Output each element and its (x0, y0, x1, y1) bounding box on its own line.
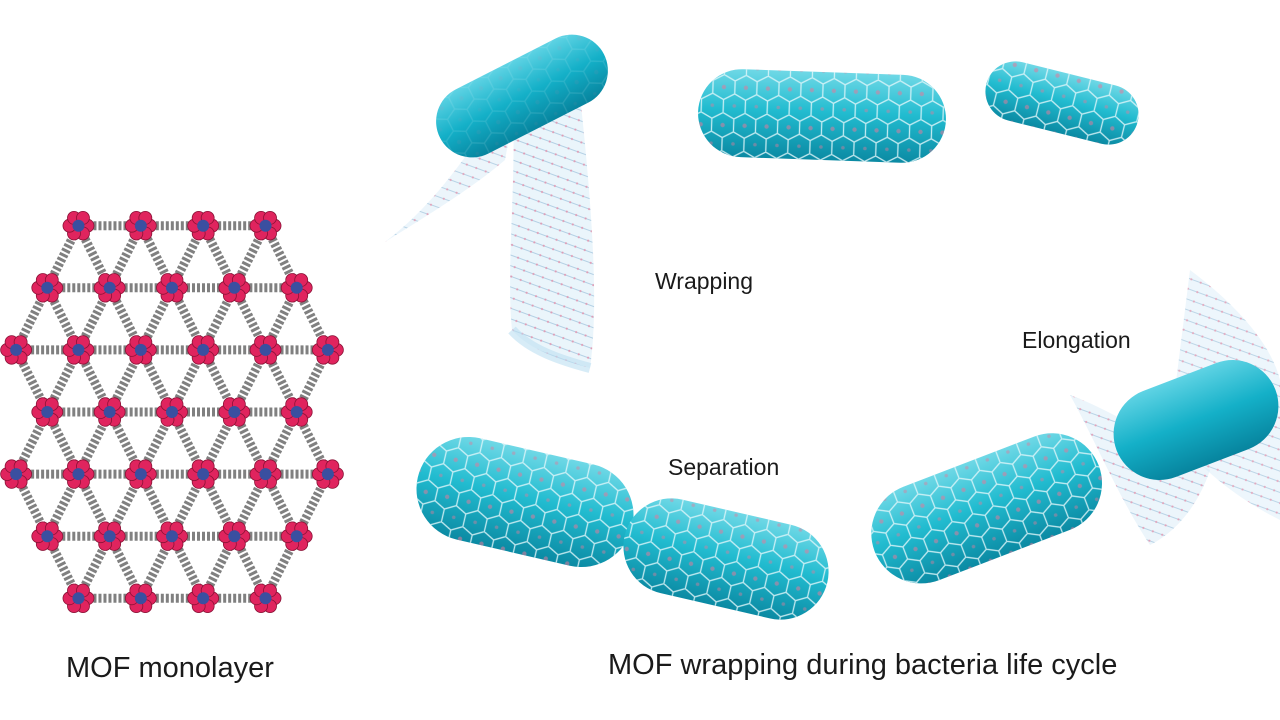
bacterium-wrapped-top (698, 69, 946, 163)
mof-node (62, 211, 95, 241)
stage-label-elongation: Elongation (1022, 327, 1131, 353)
bacterium-separation-left (416, 436, 634, 568)
mof-node (93, 273, 126, 303)
mof-node (62, 335, 95, 365)
mof-node (124, 335, 157, 365)
mof-node (156, 521, 188, 551)
mof-node (124, 583, 157, 613)
mof-node (187, 583, 220, 613)
mof-node (62, 459, 95, 489)
mof-node (156, 397, 188, 427)
mof-node (218, 273, 251, 303)
mof-node (0, 459, 33, 489)
mof-node (62, 583, 95, 613)
mof-node (124, 459, 157, 489)
mof-node (187, 335, 220, 365)
bacterium-elongation (871, 270, 1280, 584)
bacterium-wrapping (385, 34, 608, 373)
bacterium-separation-right (623, 498, 829, 620)
mof-node (156, 273, 188, 303)
mof-node (249, 583, 282, 613)
mof-node (187, 211, 220, 241)
mof-node (93, 397, 126, 427)
mof-node (311, 459, 344, 489)
stage-label-wrapping: Wrapping (655, 268, 754, 294)
mof-node (280, 273, 313, 303)
mof-sheet-wrapping-main (510, 70, 595, 368)
mof-node (218, 521, 251, 551)
mof-node (31, 521, 64, 551)
mof-node (0, 335, 33, 365)
mof-sheet-wrapping-left (385, 78, 520, 242)
caption-mof-monolayer: MOF monolayer (66, 652, 274, 684)
caption-bacteria-life-cycle: MOF wrapping during bacteria life cycle (608, 649, 1118, 681)
mof-node (280, 521, 313, 551)
mof-monolayer-illustration (0, 211, 344, 613)
mof-node (249, 211, 282, 241)
mof-node (31, 397, 64, 427)
mof-node (93, 521, 126, 551)
mof-node (124, 211, 157, 241)
mof-node (218, 397, 251, 427)
bacterium-small-top-right (985, 61, 1139, 145)
mof-node (187, 459, 220, 489)
mof-node (311, 335, 344, 365)
mof-node (249, 459, 282, 489)
mof-node (31, 273, 64, 303)
stage-label-separation: Separation (668, 454, 780, 480)
mof-node (280, 397, 313, 427)
mof-node (249, 335, 282, 365)
